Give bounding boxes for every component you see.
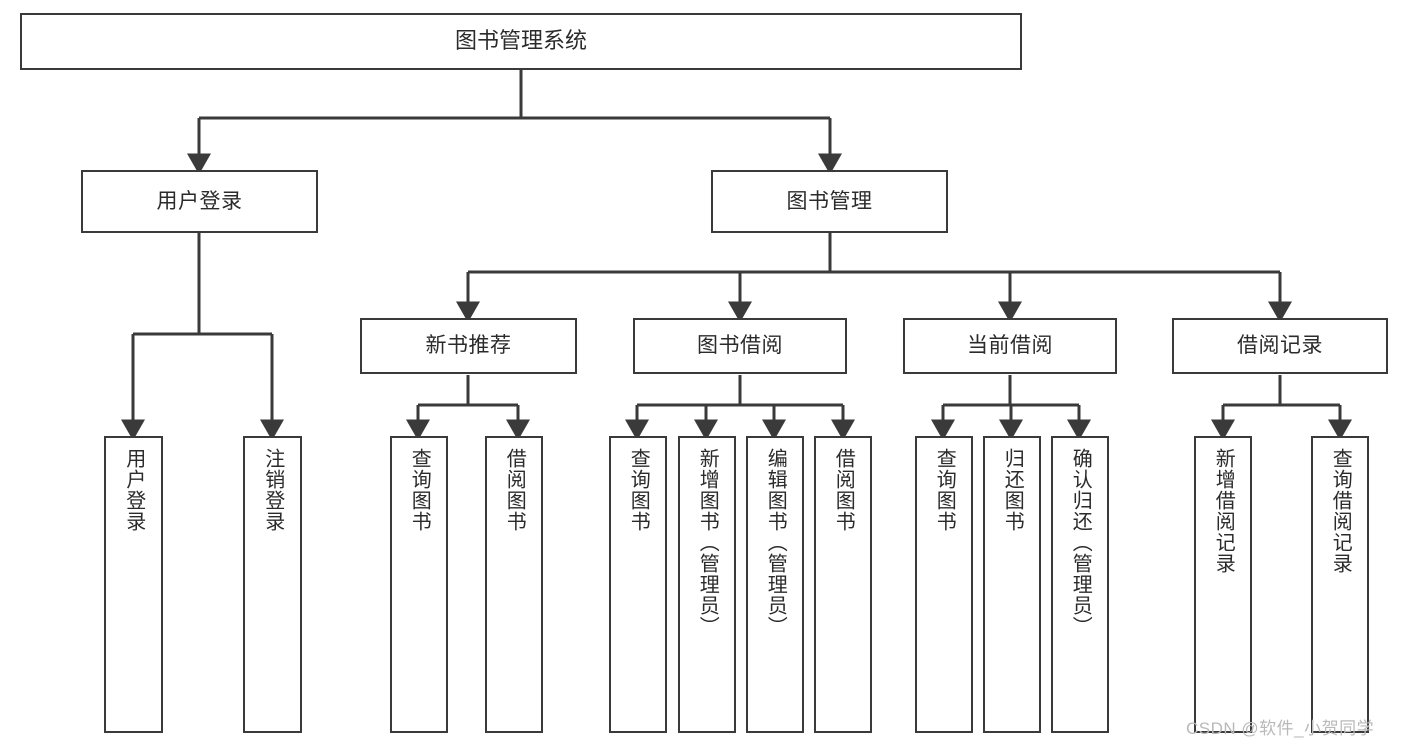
node-label: 借阅图书 (832, 448, 855, 532)
node-label: 注销登录 (261, 448, 284, 532)
node-leaf-borrow-book-2[interactable]: 借阅图书 (814, 436, 872, 733)
node-label: 用户登录 (156, 189, 243, 213)
node-label: 用户登录 (122, 448, 145, 532)
node-leaf-add-book[interactable]: 新增图书（管理员） (678, 436, 736, 733)
node-label: 借阅图书 (503, 448, 526, 532)
node-label: 查询图书 (933, 448, 956, 532)
node-current-borrow[interactable]: 当前借阅 (903, 318, 1117, 374)
node-label: 借阅记录 (1237, 334, 1323, 358)
node-leaf-confirm-return[interactable]: 确认归还（管理员） (1051, 436, 1109, 733)
node-leaf-query-book-1[interactable]: 查询图书 (390, 436, 448, 733)
node-user-login[interactable]: 用户登录 (81, 170, 318, 233)
node-label: 图书管理系统 (454, 28, 587, 54)
node-borrow-record[interactable]: 借阅记录 (1172, 318, 1388, 374)
node-leaf-logout[interactable]: 注销登录 (243, 436, 302, 733)
node-leaf-query-book-2[interactable]: 查询图书 (609, 436, 667, 733)
node-leaf-return-book[interactable]: 归还图书 (983, 436, 1041, 733)
node-leaf-query-book-3[interactable]: 查询图书 (915, 436, 973, 733)
node-root-system[interactable]: 图书管理系统 (20, 13, 1022, 70)
node-label: 图书借阅 (697, 334, 783, 358)
node-leaf-query-record[interactable]: 查询借阅记录 (1311, 436, 1369, 733)
node-label: 查询借阅记录 (1329, 448, 1352, 574)
node-label: 查询图书 (627, 448, 650, 532)
node-label: 查询图书 (408, 448, 431, 532)
node-leaf-user-login[interactable]: 用户登录 (104, 436, 163, 733)
node-leaf-add-record[interactable]: 新增借阅记录 (1194, 436, 1252, 733)
node-label: 编辑图书（管理员） (764, 448, 787, 637)
node-label: 确认归还（管理员） (1069, 448, 1092, 637)
node-leaf-edit-book[interactable]: 编辑图书（管理员） (746, 436, 804, 733)
node-label: 归还图书 (1001, 448, 1024, 532)
csdn-watermark: CSDN @软件_小贺同学 (1186, 719, 1375, 738)
node-leaf-borrow-book-1[interactable]: 借阅图书 (485, 436, 543, 733)
node-label: 新书推荐 (425, 334, 512, 358)
node-label: 新增借阅记录 (1212, 448, 1235, 574)
node-label: 当前借阅 (967, 334, 1053, 358)
node-new-book-recommend[interactable]: 新书推荐 (360, 318, 577, 374)
node-book-management[interactable]: 图书管理 (711, 170, 948, 233)
node-book-borrow[interactable]: 图书借阅 (633, 318, 847, 374)
node-label: 图书管理 (786, 189, 873, 213)
node-label: 新增图书（管理员） (696, 448, 719, 637)
